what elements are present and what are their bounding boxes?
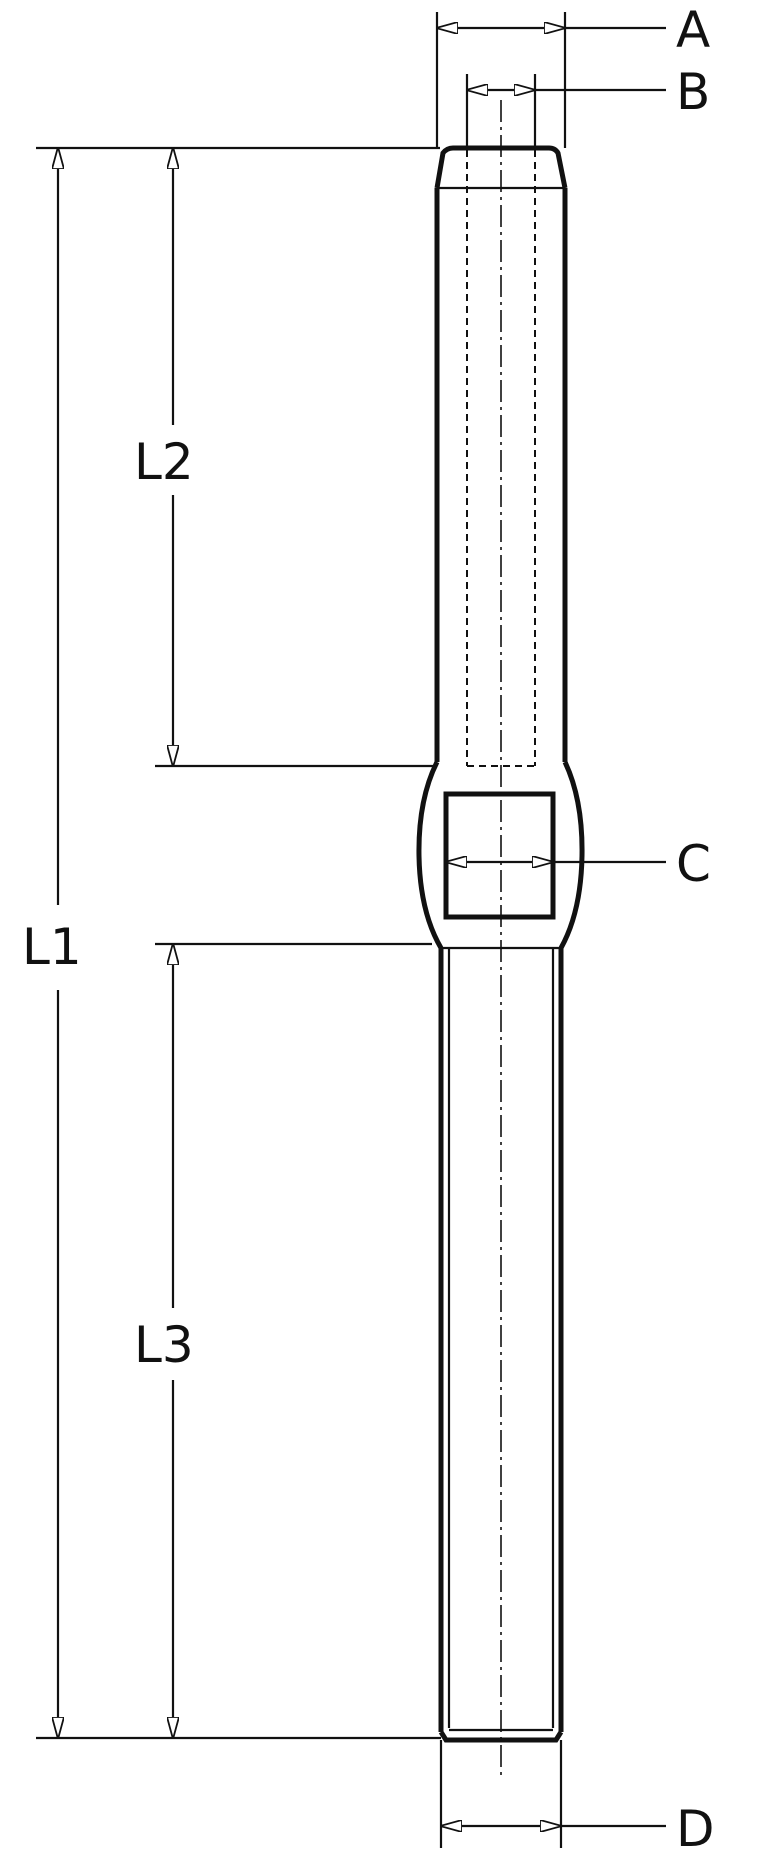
label-l3: L3	[134, 1316, 194, 1374]
label-b: B	[676, 63, 710, 121]
hidden-bore	[466, 150, 536, 767]
extension-lines	[36, 12, 567, 1848]
label-c: C	[676, 835, 711, 893]
label-d: D	[676, 1800, 715, 1858]
neck-right-bulge	[558, 760, 585, 950]
dimension-labels: A B C D L1 L2 L3	[22, 1, 715, 1858]
label-l1: L1	[22, 918, 82, 976]
wrench-flat-square	[443, 791, 556, 920]
label-a: A	[676, 1, 710, 59]
dimension-lines	[58, 28, 666, 1826]
neck-left-bulge	[416, 760, 444, 950]
label-l2: L2	[134, 433, 194, 491]
